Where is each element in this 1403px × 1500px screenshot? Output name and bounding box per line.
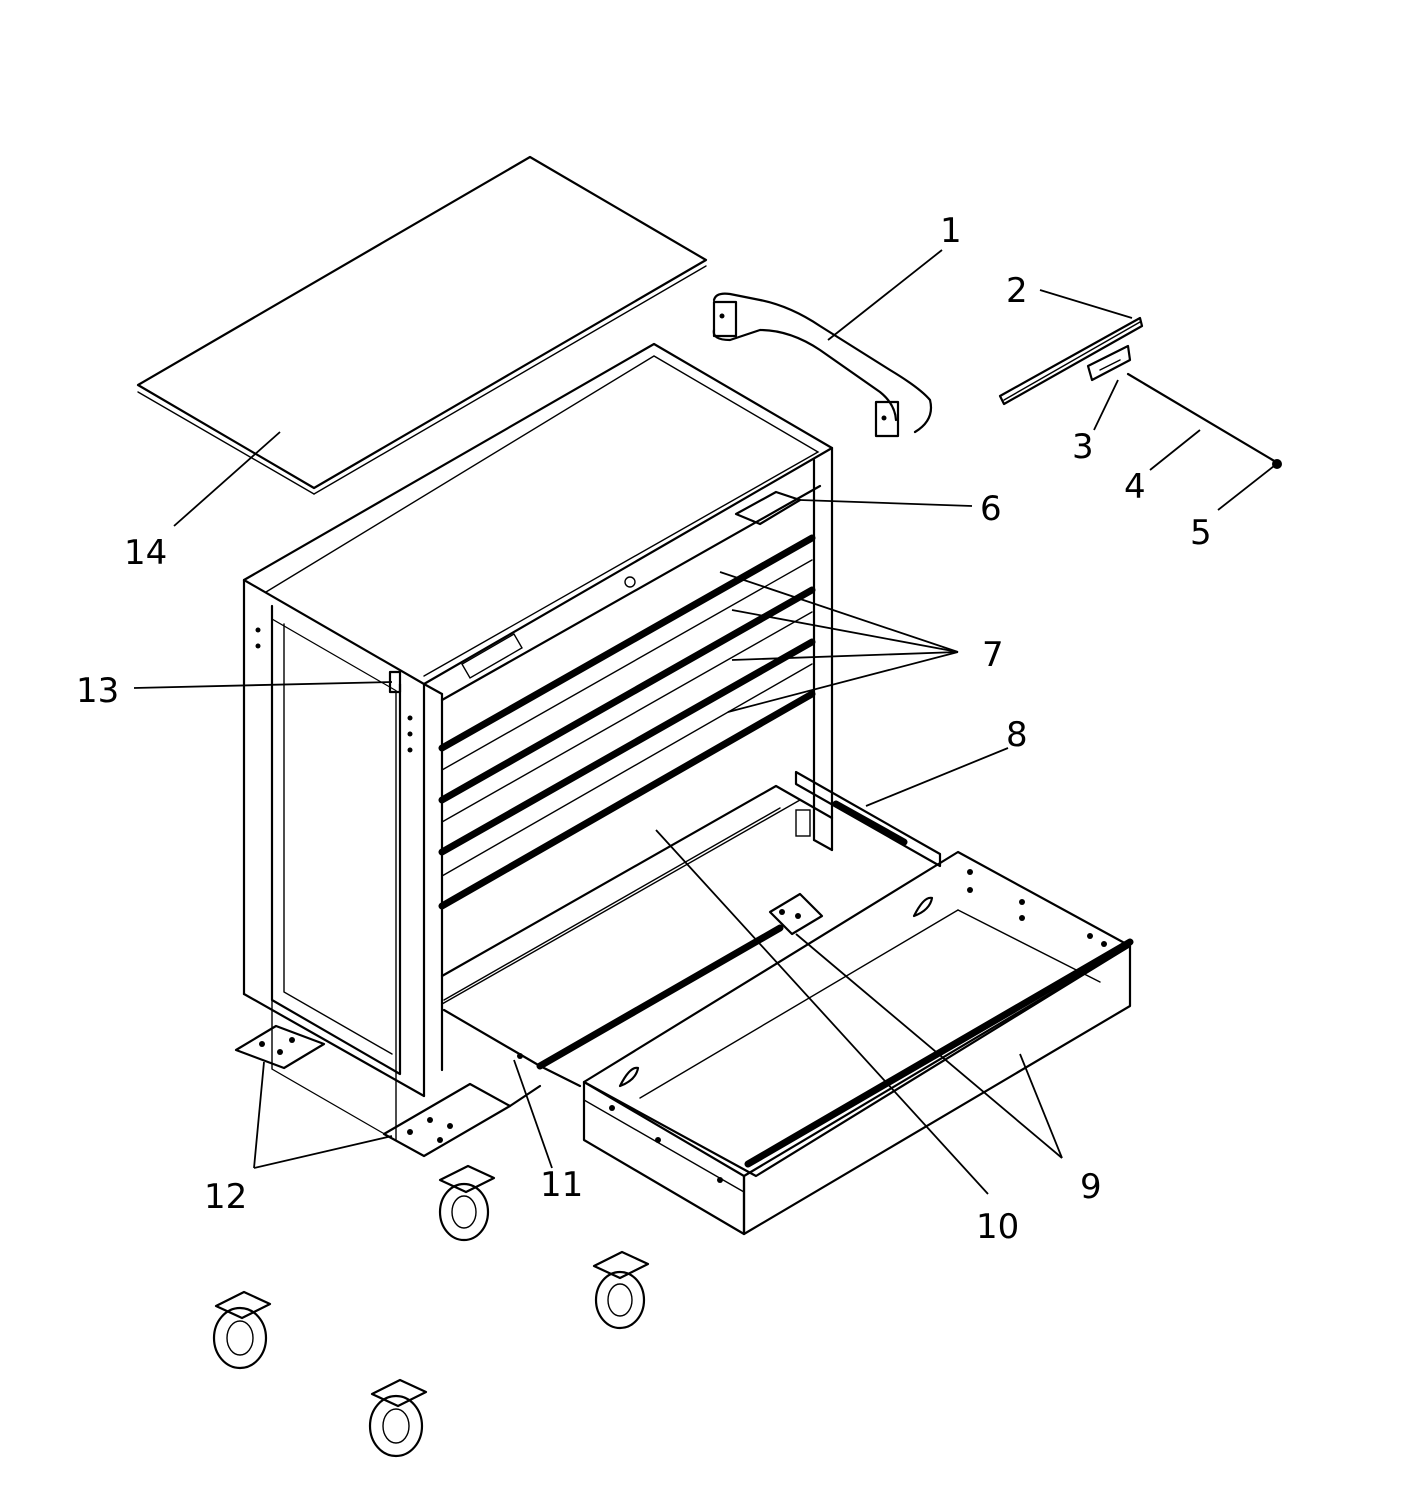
top-mat bbox=[136, 155, 708, 495]
callout-7: 7 bbox=[982, 635, 1004, 675]
callout-5: 5 bbox=[1190, 513, 1212, 553]
bottom-drawer bbox=[582, 850, 1134, 1236]
callout-14: 14 bbox=[124, 533, 167, 573]
cabinet-body bbox=[242, 342, 834, 1142]
drawer-slide-left bbox=[442, 807, 784, 1088]
drawer-fronts bbox=[438, 559, 816, 910]
callout-2: 2 bbox=[1006, 271, 1028, 311]
callout-3: 3 bbox=[1072, 427, 1094, 467]
caster-plates bbox=[234, 1024, 326, 1070]
callout-12: 12 bbox=[204, 1177, 247, 1217]
caster-wheel-2 bbox=[592, 1250, 650, 1330]
callout-13: 13 bbox=[76, 671, 119, 711]
caster-wheel-3 bbox=[212, 1290, 272, 1370]
caster-wheel-1 bbox=[438, 1164, 496, 1242]
callout-11: 11 bbox=[540, 1165, 583, 1205]
leader-lines bbox=[133, 249, 1275, 1195]
callout-1: 1 bbox=[940, 211, 962, 251]
lock-clip bbox=[1086, 344, 1132, 382]
callout-10: 10 bbox=[976, 1207, 1019, 1247]
lock-bar bbox=[998, 316, 1144, 406]
lock-key bbox=[1272, 459, 1282, 469]
bottom-drawer-opening bbox=[440, 784, 834, 1005]
drawer-pull-top bbox=[438, 534, 816, 752]
caster-plate-front bbox=[382, 892, 824, 1158]
callout-8: 8 bbox=[1006, 715, 1028, 755]
callout-labels: 1 2 3 4 5 6 7 8 9 10 11 12 13 14 bbox=[76, 211, 1212, 1247]
side-handle bbox=[712, 292, 933, 438]
drawer-slide-right bbox=[794, 770, 942, 868]
callout-4: 4 bbox=[1124, 467, 1146, 507]
lock-rod bbox=[1126, 372, 1278, 464]
callout-6: 6 bbox=[980, 489, 1002, 529]
caster-wheel-4 bbox=[368, 1378, 428, 1458]
callout-9: 9 bbox=[1080, 1167, 1102, 1207]
